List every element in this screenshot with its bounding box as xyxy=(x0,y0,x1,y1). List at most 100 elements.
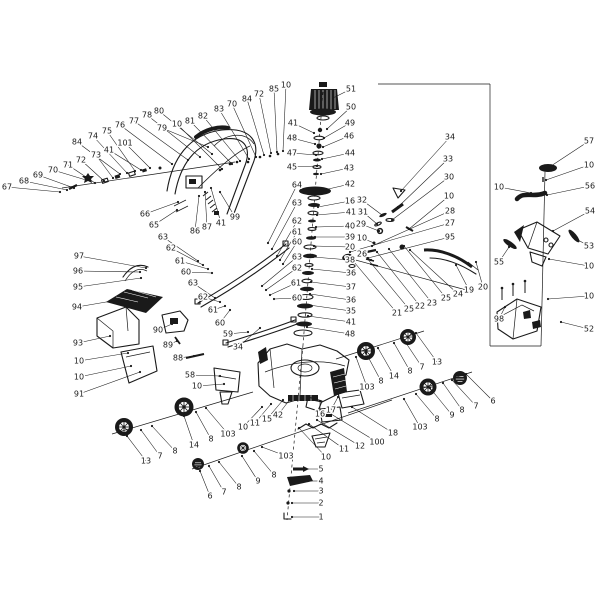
leader-endpoint xyxy=(320,157,324,161)
part-label-12: 12 xyxy=(355,442,365,451)
leader-line xyxy=(204,191,208,228)
part-label-103: 103 xyxy=(412,423,427,432)
leader-line xyxy=(269,282,297,296)
part-label-10: 10 xyxy=(584,161,594,170)
leader-endpoint xyxy=(58,190,62,194)
leader-line xyxy=(106,130,136,172)
part-label-81: 81 xyxy=(185,117,195,126)
leader-line xyxy=(194,195,200,232)
leader-line xyxy=(189,120,233,165)
blade-assembly xyxy=(342,187,479,275)
leader-line xyxy=(76,141,121,175)
leader-line xyxy=(133,120,189,161)
part-label-10: 10 xyxy=(192,382,202,391)
leader-endpoint xyxy=(238,159,242,163)
part-label-41: 41 xyxy=(346,208,356,217)
part-label-24: 24 xyxy=(453,290,463,299)
part-label-36: 36 xyxy=(346,296,356,305)
leader-endpoint xyxy=(376,346,380,350)
part-label-27: 27 xyxy=(445,219,455,228)
part-label-52: 52 xyxy=(584,325,594,334)
leader-line xyxy=(126,435,147,462)
part-label-63: 63 xyxy=(292,199,302,208)
leader-line xyxy=(219,309,231,324)
part-label-9: 9 xyxy=(449,411,454,420)
leader-endpoint xyxy=(139,428,143,432)
part-label-28: 28 xyxy=(445,207,455,216)
leader-endpoint xyxy=(204,406,208,410)
leader-endpoint xyxy=(402,338,406,342)
leader-endpoint xyxy=(198,155,202,159)
leader-line xyxy=(362,211,378,225)
leader-endpoint xyxy=(319,172,323,176)
leader-endpoint xyxy=(329,412,333,416)
leader-endpoint xyxy=(308,292,312,296)
leader-line xyxy=(298,427,327,458)
leader-line xyxy=(498,306,506,320)
leader-endpoint xyxy=(269,402,273,406)
under-deck-parts xyxy=(283,466,313,520)
leader-line xyxy=(192,282,216,299)
leader-endpoint xyxy=(129,364,133,368)
leader-line xyxy=(415,393,438,420)
leader-endpoint xyxy=(314,153,318,157)
construction-lines xyxy=(61,83,546,521)
leader-endpoint xyxy=(507,245,511,249)
leader-endpoint xyxy=(207,464,211,468)
leader-line xyxy=(253,450,275,476)
part-label-60: 60 xyxy=(292,294,302,303)
leader-endpoint xyxy=(441,381,445,385)
part-label-23: 23 xyxy=(427,299,437,308)
leader-endpoint xyxy=(186,158,190,162)
leader-endpoint xyxy=(402,397,406,401)
leader-endpoint xyxy=(375,222,379,226)
leader-line xyxy=(326,106,352,130)
leader-line xyxy=(199,470,211,497)
leader-line xyxy=(218,108,250,160)
leader-line xyxy=(361,253,372,261)
leader-line xyxy=(330,413,378,443)
leader-line xyxy=(291,137,316,145)
part-label-18: 18 xyxy=(388,429,398,438)
leader-endpoint xyxy=(290,515,294,519)
part-label-14: 14 xyxy=(189,441,199,450)
leader-line xyxy=(176,123,223,170)
leader-endpoint xyxy=(307,303,311,307)
leader-endpoint xyxy=(175,208,179,212)
leader-endpoint xyxy=(281,149,285,153)
leader-endpoint xyxy=(529,191,533,195)
leader-line xyxy=(316,211,352,216)
leader-endpoint xyxy=(150,424,154,428)
leader-line xyxy=(547,295,590,300)
leader-line xyxy=(144,201,179,215)
part-label-74: 74 xyxy=(88,132,98,141)
leader-endpoint xyxy=(314,225,318,229)
part-label-7: 7 xyxy=(419,363,424,372)
leader-endpoint xyxy=(464,372,468,376)
leader-line xyxy=(330,396,339,411)
leader-line xyxy=(282,241,298,265)
part-label-95: 95 xyxy=(445,233,455,242)
part-label-7: 7 xyxy=(157,452,162,461)
part-label-4: 4 xyxy=(318,477,323,486)
part-label-98: 98 xyxy=(494,315,504,324)
leader-endpoint xyxy=(390,218,394,222)
leader-endpoint xyxy=(72,186,76,190)
part-label-63: 63 xyxy=(158,233,168,242)
leader-line xyxy=(309,293,352,301)
leader-line xyxy=(140,429,161,457)
part-label-99: 99 xyxy=(230,213,240,222)
leader-line xyxy=(465,373,494,402)
leader-line xyxy=(23,180,68,191)
leader-endpoint xyxy=(306,314,310,318)
grass-bag-assembly xyxy=(96,264,241,405)
leader-endpoint xyxy=(254,155,258,159)
leader-endpoint xyxy=(182,414,186,418)
leader-line xyxy=(321,152,351,160)
leader-endpoint xyxy=(111,176,115,180)
leader-line xyxy=(108,149,142,171)
leader-endpoint xyxy=(545,193,549,197)
leader-line xyxy=(367,236,451,259)
part-label-51: 51 xyxy=(346,85,356,94)
